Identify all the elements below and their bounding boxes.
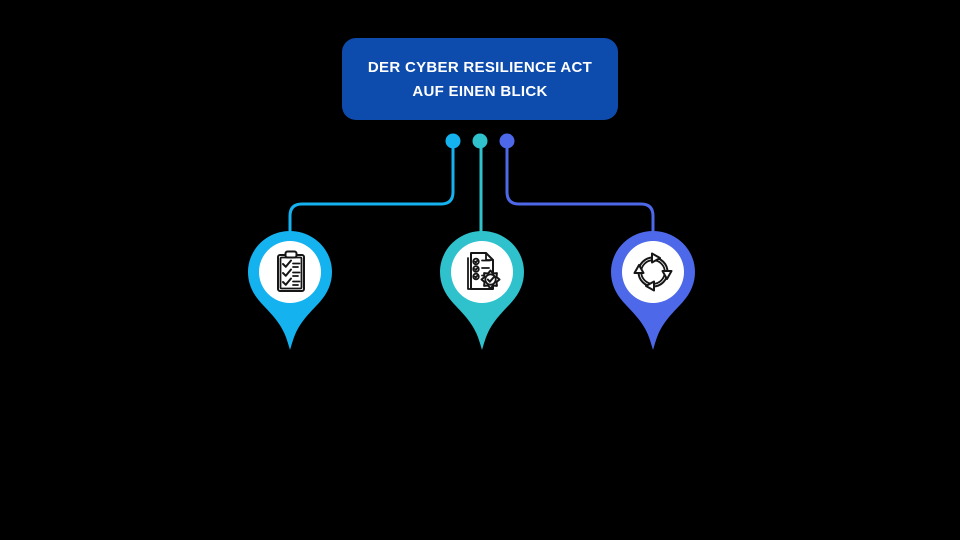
- branch-dot-right: [499, 133, 515, 149]
- title-line-1: DER CYBER RESILIENCE ACT: [367, 58, 593, 76]
- checklist-clipboard-icon: [277, 250, 305, 292]
- pin-inner-circle: [622, 241, 684, 303]
- continuous-cycle-icon: [633, 252, 673, 292]
- title-card: DER CYBER RESILIENCE ACT AUF EINEN BLICK: [342, 38, 618, 120]
- connector-right: [505, 146, 655, 235]
- map-pin-cycle: [611, 231, 695, 350]
- branch-dot-left: [445, 133, 461, 149]
- document-certification-icon: [467, 252, 501, 290]
- title-line-2: AUF EINEN BLICK: [412, 82, 548, 100]
- branch-dot-middle: [472, 133, 488, 149]
- connector-left: [288, 146, 455, 235]
- map-pin-certification: [440, 231, 524, 350]
- map-pin-checklist: [248, 231, 332, 350]
